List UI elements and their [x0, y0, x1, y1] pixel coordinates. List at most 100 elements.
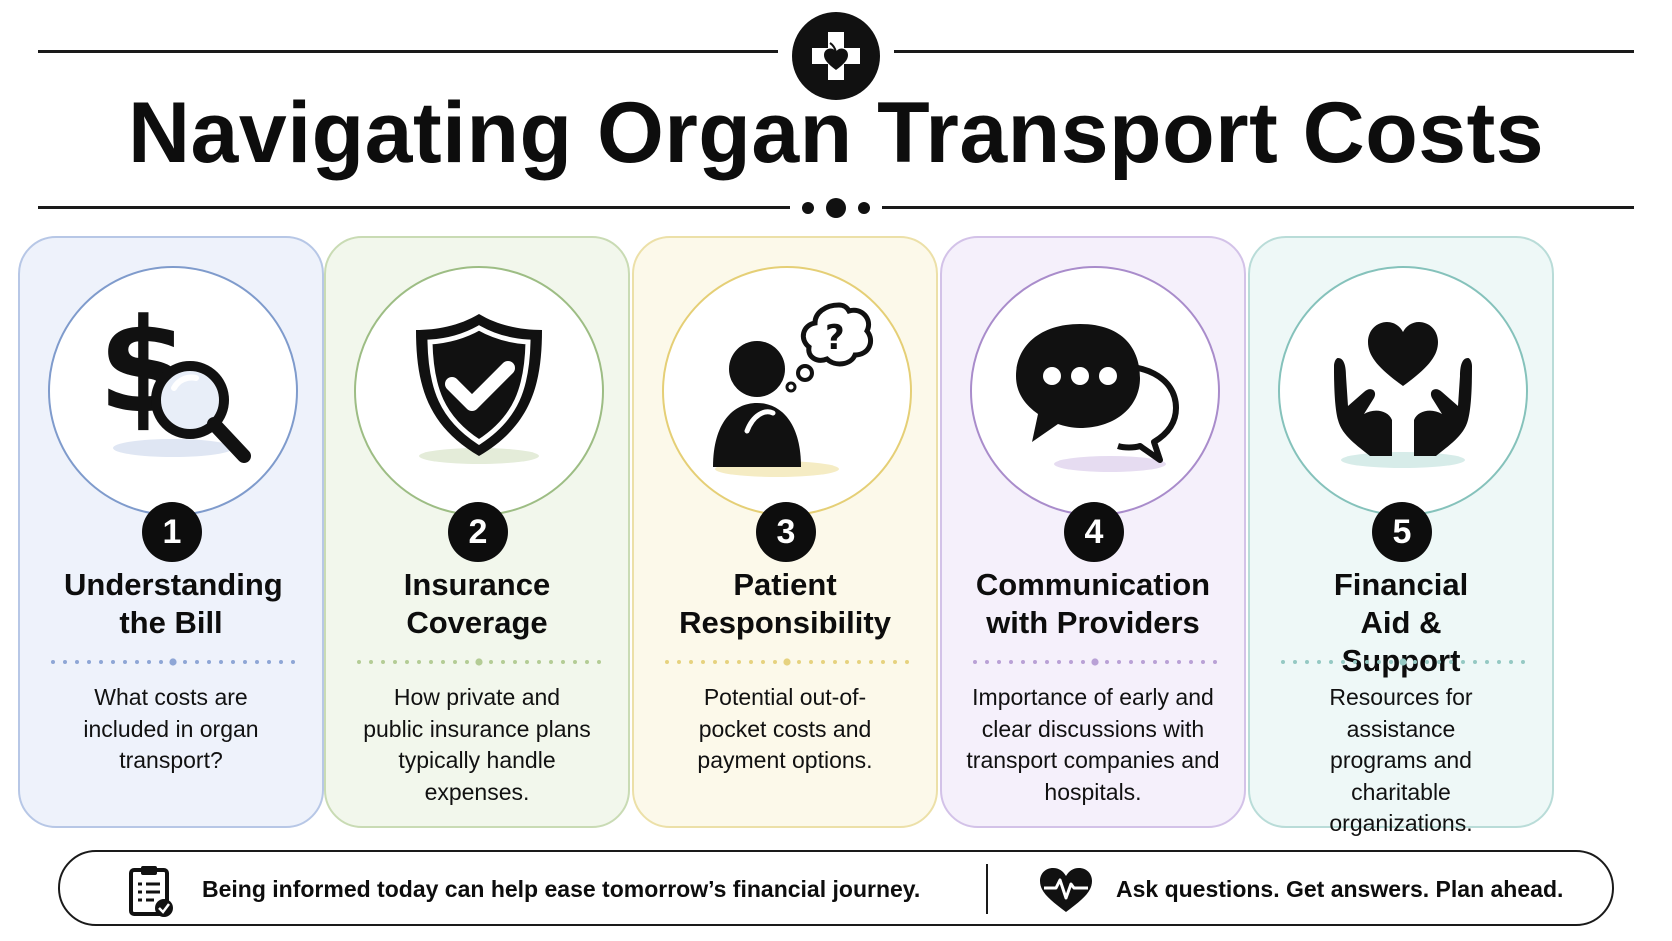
footer-banner: Being informed today can help ease tomor…	[58, 850, 1614, 926]
divider-dot	[417, 660, 421, 664]
dotted-divider	[51, 658, 295, 666]
icon-circle: $	[48, 266, 298, 516]
divider-dot	[585, 660, 589, 664]
divider-dot	[1045, 660, 1049, 664]
divider-dot	[1177, 660, 1181, 664]
divider-dot	[475, 658, 483, 666]
divider-dot	[561, 660, 565, 664]
divider-dot	[255, 660, 259, 664]
card-description: How private and public insurance plans t…	[363, 684, 591, 805]
divider-dot	[1033, 660, 1037, 664]
divider-dot	[63, 660, 67, 664]
header-top-line-left	[38, 50, 778, 53]
heartbeat-icon	[1040, 868, 1092, 912]
card-insurance-coverage: 2 Insurance Coverage How private and pub…	[324, 236, 630, 828]
divider-dot	[821, 660, 825, 664]
divider-dot	[537, 660, 541, 664]
divider-dot	[183, 660, 187, 664]
divider-dot	[869, 660, 873, 664]
divider-dot	[1081, 660, 1085, 664]
card-communication-with-providers: 4 Communication with Providers Importanc…	[940, 236, 1246, 828]
card-title: Communication with Providers	[975, 567, 1211, 640]
dotted-divider	[973, 658, 1217, 666]
divider-dot	[87, 660, 91, 664]
clipboard-check-icon	[129, 866, 173, 917]
divider-dot	[997, 660, 1001, 664]
footer-separator	[986, 864, 988, 914]
divider-dot	[665, 660, 669, 664]
header-bottom-line-right	[882, 206, 1634, 209]
divider-dot	[905, 660, 909, 664]
divider-dot	[549, 660, 553, 664]
page-title: Navigating Organ Transport Costs	[127, 85, 1545, 181]
card-description: Resources for assistance programs and ch…	[1329, 684, 1473, 836]
card-title: Financial Aid & Support	[1333, 567, 1469, 678]
heart-hands-icon	[1334, 322, 1472, 468]
divider-dot	[845, 660, 849, 664]
step-number-badge: 5	[1372, 502, 1432, 562]
divider-dot	[893, 660, 897, 664]
divider-dot	[701, 660, 705, 664]
card-description: Potential out-of-pocket costs and paymen…	[697, 684, 873, 773]
divider-dot	[1521, 660, 1525, 664]
divider-dot	[1141, 660, 1145, 664]
card-title: Insurance Coverage	[403, 567, 551, 640]
divider-dot	[1009, 660, 1013, 664]
divider-dot	[243, 660, 247, 664]
divider-dot	[1293, 660, 1297, 664]
divider-dot	[1105, 660, 1109, 664]
divider-dot	[1353, 660, 1357, 664]
divider-dot	[1165, 660, 1169, 664]
step-number-badge: 1	[142, 502, 202, 562]
medical-cross-heart-icon	[792, 12, 880, 100]
divider-dot	[1437, 660, 1441, 664]
divider-dot	[279, 660, 283, 664]
divider-dot	[973, 660, 977, 664]
header-top-line-right	[894, 50, 1634, 53]
divider-dot	[1057, 660, 1061, 664]
divider-dot	[441, 660, 445, 664]
divider-dot	[135, 660, 139, 664]
divider-dot	[573, 660, 577, 664]
divider-dot	[857, 660, 861, 664]
divider-dot	[207, 660, 211, 664]
divider-dot	[1329, 660, 1333, 664]
divider-dot	[99, 660, 103, 664]
divider-dot	[1449, 660, 1453, 664]
divider-dot	[1189, 660, 1193, 664]
divider-dot	[1091, 658, 1099, 666]
footer-left-text: Being informed today can help ease tomor…	[202, 876, 921, 902]
divider-dot	[749, 660, 753, 664]
divider-dot	[713, 660, 717, 664]
icon-circle	[354, 266, 604, 516]
title-dots-ornament	[802, 198, 870, 218]
speech-bubbles-icon	[1016, 324, 1179, 472]
divider-dot	[393, 660, 397, 664]
thinking-person-icon: ?	[713, 302, 873, 477]
divider-dot	[1201, 660, 1205, 664]
divider-dot	[1485, 660, 1489, 664]
divider-dot	[219, 660, 223, 664]
divider-dot	[1365, 660, 1369, 664]
divider-dot	[369, 660, 373, 664]
divider-dot	[159, 660, 163, 664]
card-financial-aid-support: 5 Financial Aid & Support Resources for …	[1248, 236, 1554, 836]
dotted-divider	[357, 658, 601, 666]
divider-dot	[1317, 660, 1321, 664]
step-number-badge: 4	[1064, 502, 1124, 562]
divider-dot	[123, 660, 127, 664]
card-patient-responsibility: ? 3 Patient Responsibility Potential out…	[632, 236, 938, 828]
divider-dot	[773, 660, 777, 664]
dotted-divider	[665, 658, 909, 666]
divider-dot	[881, 660, 885, 664]
divider-dot	[465, 660, 469, 664]
divider-dot	[231, 660, 235, 664]
cards-row: $ 1 Understanding the Bill What costs ar…	[18, 236, 1638, 836]
divider-dot	[1413, 660, 1417, 664]
card-understanding-the-bill: $ 1 Understanding the Bill What costs ar…	[18, 236, 324, 828]
divider-dot	[1473, 660, 1477, 664]
card-description: Importance of early and clear discussion…	[966, 684, 1220, 805]
divider-dot	[1281, 660, 1285, 664]
card-title: Understanding the Bill	[64, 567, 283, 640]
divider-dot	[725, 660, 729, 664]
